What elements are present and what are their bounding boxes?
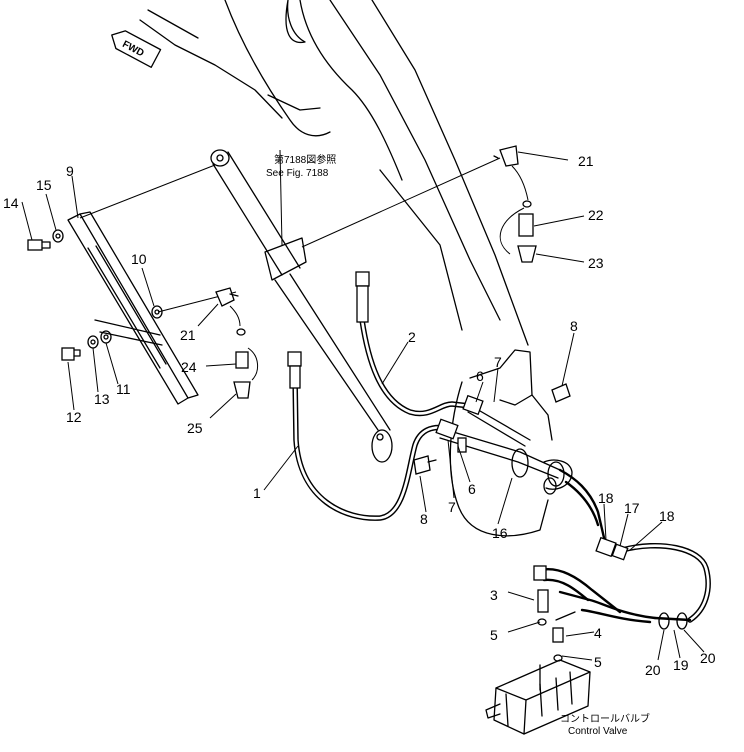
callout-17: 17 xyxy=(624,500,640,516)
callout-22: 22 xyxy=(588,207,604,223)
washer-13 xyxy=(87,335,99,349)
mounting-plate xyxy=(67,211,199,405)
right-hose xyxy=(558,468,711,630)
figure-reference-note: 第7188図参照 See Fig. 7188 xyxy=(266,153,336,179)
control-valve: コントロールバルブ Control Valve xyxy=(485,659,650,737)
callout-7-top: 7 xyxy=(494,354,502,370)
callout-7-bottom: 7 xyxy=(448,499,456,515)
callout-9: 9 xyxy=(66,163,74,179)
callout-5-top: 5 xyxy=(490,627,498,643)
callout-21-right: 21 xyxy=(578,153,594,169)
callout-5-bottom: 5 xyxy=(594,654,602,670)
callout-leaders xyxy=(21,151,705,661)
callout-8-bottom: 8 xyxy=(420,511,428,527)
adapter-22 xyxy=(518,213,534,237)
callout-10: 10 xyxy=(131,251,147,267)
frame-section xyxy=(449,349,553,537)
callout-20-left: 20 xyxy=(645,662,661,678)
callout-20-right: 20 xyxy=(700,650,716,666)
callout-6-top: 6 xyxy=(476,368,484,384)
callout-1: 1 xyxy=(253,485,261,501)
callout-18-left: 18 xyxy=(598,490,614,506)
adapter-24 xyxy=(235,347,258,381)
bolt-8-right xyxy=(551,383,571,403)
callout-21-left: 21 xyxy=(180,327,196,343)
fwd-arrow: FWD xyxy=(111,30,162,68)
callout-13: 13 xyxy=(94,391,110,407)
cap-23 xyxy=(517,245,537,263)
hose-1 xyxy=(287,351,448,521)
callout-4: 4 xyxy=(594,625,602,641)
clamp-16 xyxy=(543,459,573,495)
callout-14: 14 xyxy=(3,195,19,211)
fwd-label: FWD xyxy=(120,39,145,59)
callout-24: 24 xyxy=(181,359,197,375)
callout-25: 25 xyxy=(187,420,203,436)
bolt-14 xyxy=(27,239,51,251)
elbow-fitting-21-left xyxy=(215,287,246,336)
bolt-12 xyxy=(61,347,81,361)
callout-16: 16 xyxy=(492,525,508,541)
callout-15: 15 xyxy=(36,177,52,193)
callout-11: 11 xyxy=(116,381,131,397)
fig-ref-jp: 第7188図参照 xyxy=(274,153,336,166)
callout-3: 3 xyxy=(490,587,498,603)
bolt-8-lower xyxy=(413,455,437,475)
callout-12: 12 xyxy=(66,409,82,425)
washer-15 xyxy=(52,229,64,243)
callout-23: 23 xyxy=(588,255,604,271)
fig-ref-en: See Fig. 7188 xyxy=(266,168,329,179)
cap-25 xyxy=(233,381,251,399)
link-rod xyxy=(210,149,393,463)
callout-2: 2 xyxy=(408,329,416,345)
control-valve-en: Control Valve xyxy=(568,726,628,737)
washer-10 xyxy=(151,305,163,319)
callout-numbers: 14 15 9 10 12 13 11 21 24 25 21 22 23 1 … xyxy=(3,153,716,678)
elbow-fitting-21-right xyxy=(493,145,532,255)
valve-pipes xyxy=(533,565,622,662)
control-valve-jp: コントロールバルブ xyxy=(560,712,650,725)
callout-19: 19 xyxy=(673,657,689,673)
callout-18-right: 18 xyxy=(659,508,675,524)
callout-6-bottom: 6 xyxy=(468,481,476,497)
tube-assembly xyxy=(435,394,565,487)
callout-8-right: 8 xyxy=(570,318,578,334)
boom-outline xyxy=(139,0,529,346)
hose-2 xyxy=(355,271,473,417)
